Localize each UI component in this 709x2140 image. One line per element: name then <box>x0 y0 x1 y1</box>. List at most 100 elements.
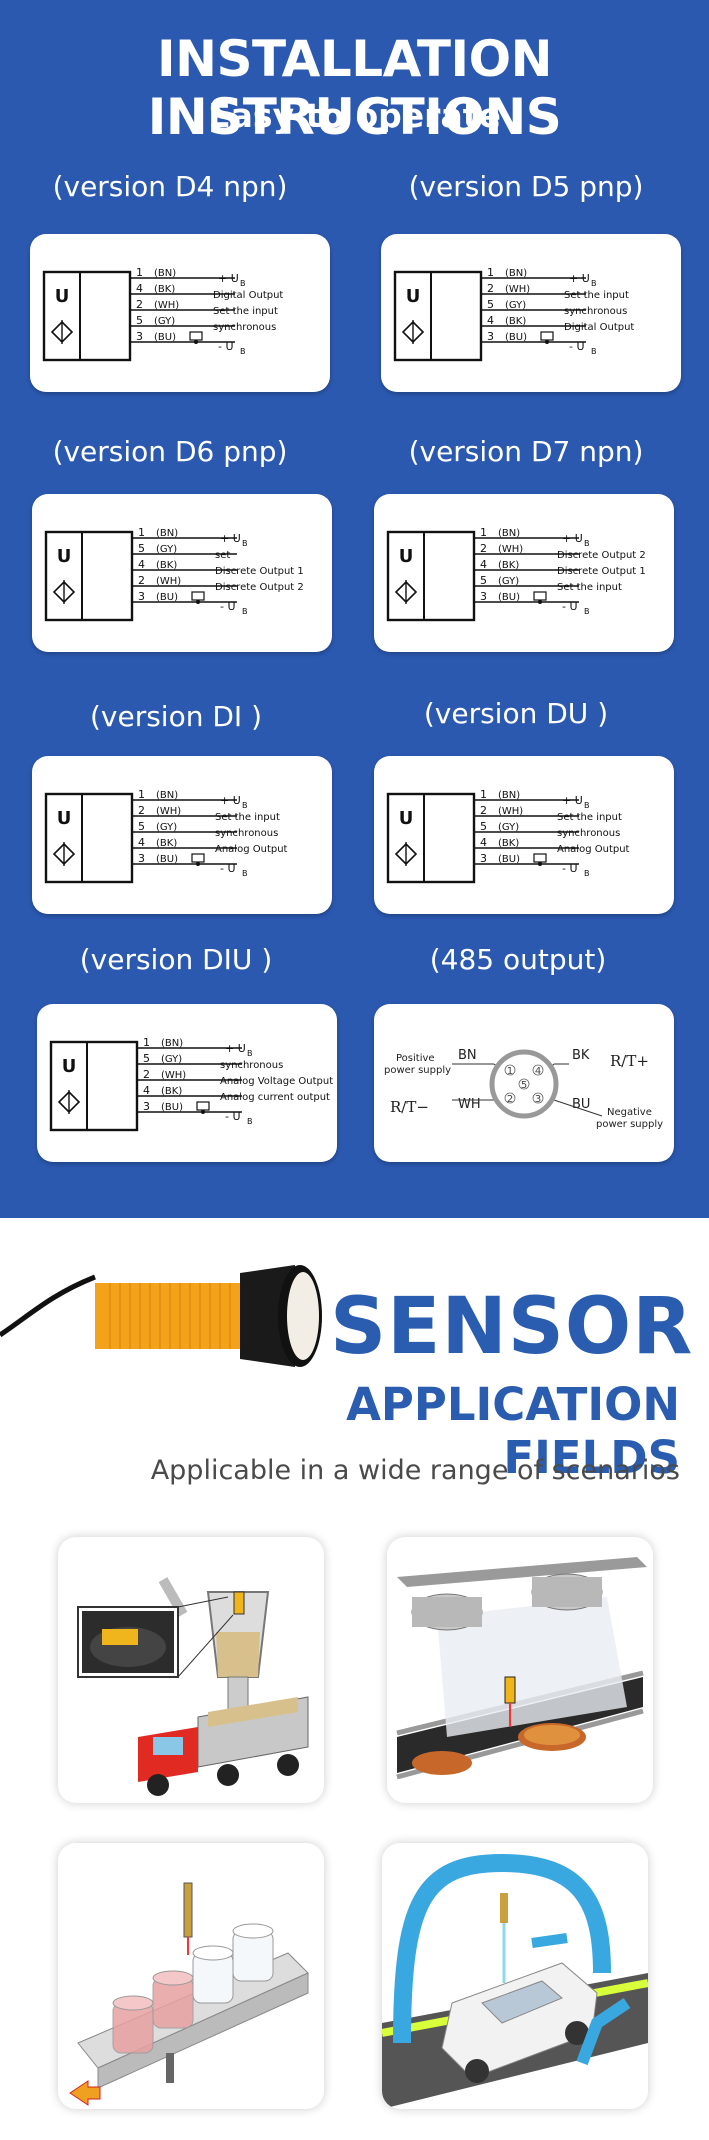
wire-function-label: Set the input <box>557 812 622 823</box>
rt-minus-label: R/T− <box>390 1098 429 1116</box>
wire-color-code: (WH) <box>161 1070 186 1081</box>
wire-pin-number: 4 <box>138 836 145 849</box>
wire-pin-number: 5 <box>138 542 145 555</box>
supply-plus-label: + U <box>220 532 241 545</box>
supply-minus-subscript: B <box>584 607 590 616</box>
sensor-body <box>49 1040 139 1132</box>
pin-4: 4 <box>535 1066 541 1077</box>
ultrasonic-sensor-illustration <box>0 1265 322 1367</box>
sensor-symbol-label: U <box>62 1056 77 1077</box>
wire-color-code: (BU) <box>154 332 176 343</box>
wire-function-label: Discrete Output 1 <box>557 566 646 577</box>
wire-pin-number: 1 <box>136 266 143 279</box>
wire-function-label: Discrete Output 2 <box>215 582 304 593</box>
supply-plus-label: + U <box>562 794 583 807</box>
wire-function-label: synchronous <box>213 322 276 333</box>
wire-pin-number: 2 <box>487 282 494 295</box>
rs485-connector-card: Positive power supply BN BK R/T+ R/T− WH… <box>374 1004 674 1162</box>
version-di-label: (version DI ) <box>89 700 263 733</box>
supply-minus-subscript: B <box>591 347 597 356</box>
wire-color-code: (BU) <box>498 592 520 603</box>
wire-function-label: set <box>215 550 230 561</box>
wire-color-code: (BN) <box>154 268 176 279</box>
wire-pin-number: 1 <box>138 788 145 801</box>
wire-pin-number: 4 <box>487 314 494 327</box>
wire-pin-number: 2 <box>480 542 487 555</box>
application-image-bottles <box>58 1843 324 2109</box>
supply-minus-label: - U <box>225 1110 241 1123</box>
supply-plus-subscript: B <box>591 279 597 288</box>
wire-color-code: (BU) <box>156 592 178 603</box>
wire-color-code: (BN) <box>161 1038 183 1049</box>
supply-minus-label: - U <box>569 340 585 353</box>
sensor-body <box>386 792 476 884</box>
bk-label: BK <box>572 1048 590 1063</box>
load-symbol-icon <box>533 853 547 863</box>
wire-function-label: Discrete Output 2 <box>557 550 646 561</box>
supply-minus-subscript: B <box>247 1117 253 1126</box>
installation-section: INSTALLATION INSTRUCTIONS Easy to operat… <box>0 0 709 1218</box>
wire-pin-number: 1 <box>480 788 487 801</box>
wire-color-code: (BN) <box>156 528 178 539</box>
wire-pin-number: 4 <box>480 836 487 849</box>
wire-color-code: (BN) <box>498 790 520 801</box>
supply-minus-label: - U <box>562 862 578 875</box>
bn-label: BN <box>458 1048 477 1063</box>
wire-function-label: Analog Voltage Output <box>220 1076 333 1087</box>
wire-function-label: Set the input <box>557 582 622 593</box>
wire-function-label: synchronous <box>557 828 620 839</box>
connector-ring <box>489 1049 559 1119</box>
wire-function-label: Digital Output <box>213 290 283 301</box>
wire-pin-number: 5 <box>136 314 143 327</box>
wire-color-code: (BN) <box>505 268 527 279</box>
wire-color-code: (BK) <box>498 560 519 571</box>
version-d7-label: (version D7 npn) <box>408 435 644 468</box>
pin-3: 3 <box>535 1094 541 1105</box>
supply-minus-subscript: B <box>240 347 246 356</box>
wire-pin-number: 3 <box>487 330 494 343</box>
wire-function-label: synchronous <box>564 306 627 317</box>
load-symbol-icon <box>189 331 203 341</box>
connector-pinout-diagram: Positive power supply BN BK R/T+ R/T− WH… <box>384 1048 663 1130</box>
supply-minus-label: - U <box>220 862 236 875</box>
wire-pin-number: 3 <box>480 852 487 865</box>
wire-function-label: synchronous <box>215 828 278 839</box>
supply-plus-subscript: B <box>242 801 248 810</box>
wire-pin-number: 4 <box>143 1084 150 1097</box>
version-d6-label: (version D6 pnp) <box>52 435 288 468</box>
application-image-car-painting <box>382 1843 648 2109</box>
wire-pin-number: 1 <box>487 266 494 279</box>
supply-minus-subscript: B <box>242 869 248 878</box>
load-symbol-icon <box>540 331 554 341</box>
negative-supply-label: power supply <box>596 1119 663 1130</box>
wire-pin-number: 1 <box>138 526 145 539</box>
supply-plus-subscript: B <box>247 1049 253 1058</box>
supply-minus-label: - U <box>562 600 578 613</box>
sensor-symbol-label: U <box>57 546 72 567</box>
wire-color-code: (GY) <box>498 576 519 587</box>
supply-minus-subscript: B <box>242 607 248 616</box>
load-symbol-icon <box>191 591 205 601</box>
wire-color-code: (GY) <box>161 1054 182 1065</box>
wire-function-label: Analog current output <box>220 1092 330 1103</box>
application-image-pizza-conveyor <box>387 1537 653 1803</box>
wire-pin-number: 4 <box>136 282 143 295</box>
wire-pin-number: 5 <box>487 298 494 311</box>
negative-label: Negative <box>607 1107 652 1118</box>
pin-2: 2 <box>507 1094 513 1105</box>
wire-color-code: (BU) <box>498 854 520 865</box>
wire-pin-number: 2 <box>138 804 145 817</box>
supply-plus-label: + U <box>218 272 239 285</box>
wire-color-code: (BK) <box>161 1086 182 1097</box>
sensor-symbol-label: U <box>399 808 414 829</box>
page-subtitle: Easy to operate <box>208 96 501 135</box>
load-symbol-icon <box>191 853 205 863</box>
wire-function-label: Analog Output <box>557 844 630 855</box>
application-tagline: Applicable in a wide range of scenarios <box>150 1455 680 1486</box>
